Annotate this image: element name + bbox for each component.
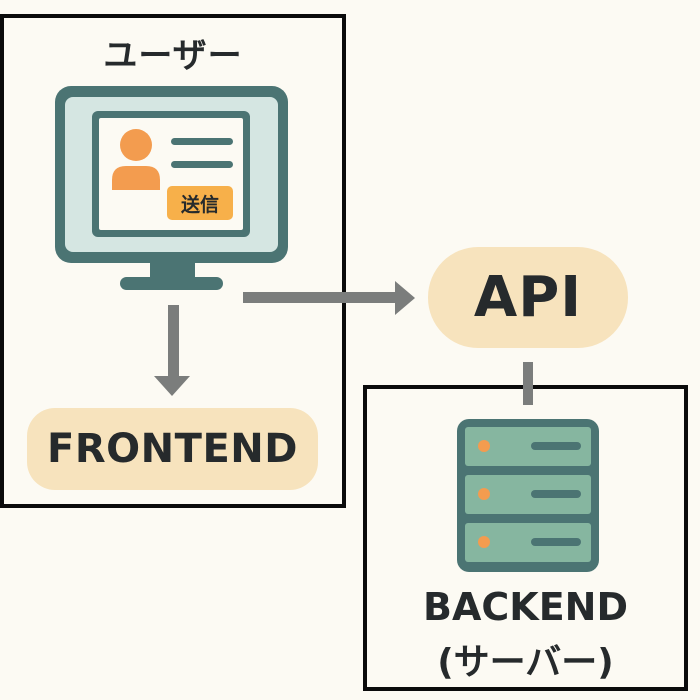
arrow-user-to-api [243, 281, 415, 315]
server-unit [465, 523, 591, 562]
server-led-icon [478, 488, 490, 500]
submit-button-shape [167, 186, 233, 220]
connector-api-to-backend [523, 362, 533, 405]
server-icon [457, 419, 599, 572]
server-unit [465, 475, 591, 514]
avatar-head-icon [120, 129, 152, 161]
monitor-icon [55, 86, 288, 290]
arrow-user-to-frontend [154, 305, 190, 396]
api-label: API [473, 265, 583, 330]
backend-label: BACKEND [422, 585, 628, 629]
profile-card-icon [92, 111, 250, 237]
submit-button-label: 送信 [180, 193, 219, 216]
frontend-node: FRONTEND [27, 408, 318, 490]
server-led-icon [478, 536, 490, 548]
avatar-body-icon [112, 166, 160, 190]
frontend-container [0, 14, 346, 508]
submit-button: 送信 [167, 186, 233, 220]
api-node: API [428, 247, 628, 348]
frontend-label: FRONTEND [47, 426, 298, 472]
user-title: ユーザー [103, 36, 243, 76]
server-led-icon [478, 440, 490, 452]
server-unit [465, 427, 591, 466]
backend-sublabel: (サーバー) [437, 642, 614, 683]
